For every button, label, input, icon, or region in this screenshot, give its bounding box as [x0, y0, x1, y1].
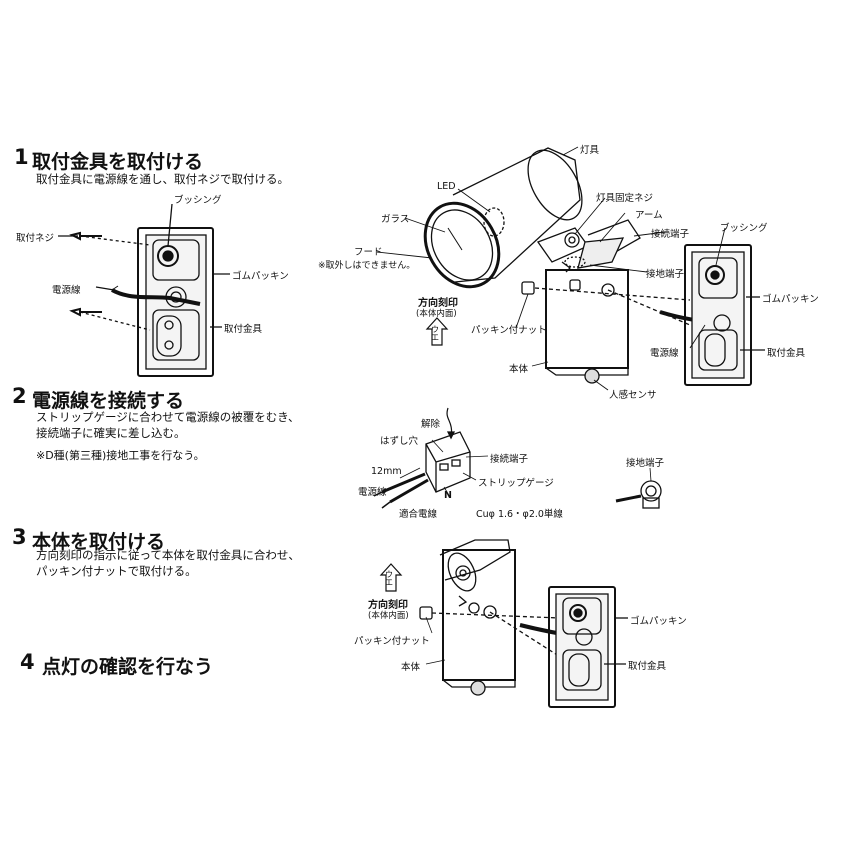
- step2-note: ※D種(第三種)接地工事を行なう。: [36, 449, 205, 462]
- fig3-nut-label: パッキン付ナット: [354, 636, 430, 647]
- terminal-label: 接続端子: [651, 229, 690, 240]
- lamp-label: 灯具: [580, 145, 600, 156]
- step1-title: 取付金具を取付ける: [32, 151, 204, 173]
- fig1-screw-label: 取付ネジ: [16, 233, 55, 244]
- step2-number: 2: [12, 384, 27, 408]
- main-fig-bracket-drawing: [684, 244, 765, 386]
- sensor-label: 人感センサ: [609, 390, 657, 401]
- glass-label: ガラス: [381, 214, 410, 225]
- fig2-ground-label: 接地端子: [626, 458, 665, 469]
- step3-desc-2: パッキン付ナットで取付ける。: [36, 564, 197, 578]
- release-label: 解除: [421, 419, 441, 430]
- step3-title: 本体を取付ける: [32, 531, 166, 553]
- neutral-label: N: [444, 490, 452, 501]
- fig1-bracket-drawing: [58, 203, 230, 377]
- main-rubber-label: ゴムパッキン: [762, 294, 819, 305]
- fig1-bushing-label: ブッシング: [174, 195, 222, 206]
- step2-title: 電源線を接続する: [32, 390, 185, 412]
- step2-desc-1: ストリップゲージに合わせて電源線の被覆をむき、: [36, 410, 300, 424]
- up-arrow-main-text: ウエ: [431, 325, 439, 342]
- fit-wire-value: Cuφ 1.6・φ2.0単線: [476, 509, 563, 520]
- fig3-bracket-label: 取付金具: [628, 661, 667, 672]
- fig2-wire-label: 電源線: [358, 487, 387, 498]
- main-bracket-label: 取付金具: [767, 348, 806, 359]
- hood-label: フード: [354, 247, 383, 258]
- step2-desc-2: 接続端子に確実に差し込む。: [36, 426, 186, 440]
- step4-number: 4: [20, 650, 35, 674]
- fig1-bracket-label: 取付金具: [224, 324, 263, 335]
- fig3-mark-label: 方向刻印: [368, 600, 408, 611]
- fix-screw-label: 灯具固定ネジ: [596, 193, 654, 204]
- body-label: 本体: [509, 364, 529, 375]
- mark-label: 方向刻印: [418, 298, 458, 309]
- main-bushing-label: ブッシング: [720, 223, 768, 234]
- fig3-mark-sub-label: (本体内面): [368, 611, 409, 621]
- step4-title: 点灯の確認を行なう: [42, 656, 214, 678]
- nut-label: パッキン付ナット: [471, 325, 547, 336]
- mark-sub-label: (本体内面): [416, 309, 457, 319]
- ground-label: 接地端子: [646, 269, 685, 280]
- fig2-terminal-drawing: [373, 407, 662, 509]
- fig3-rubber-label: ゴムパッキン: [630, 616, 687, 627]
- fig1-rubber-label: ゴムパッキン: [232, 271, 289, 282]
- strip-length-label: 12mm: [371, 466, 402, 477]
- fig1-wire-label: 電源線: [52, 285, 81, 296]
- step1-desc: 取付金具に電源線を通し、取付ネジで取付ける。: [36, 172, 289, 186]
- step3-desc-1: 方向刻印の指示に従って本体を取付金具に合わせ、: [36, 548, 300, 562]
- fig2-terminal-label: 接続端子: [490, 454, 529, 465]
- step1-number: 1: [14, 145, 29, 169]
- fig3-body-label: 本体: [401, 662, 421, 673]
- step3-number: 3: [12, 525, 27, 549]
- main-fig-leader-lines: [376, 146, 726, 391]
- hood-note: ※取外しはできません。: [318, 261, 416, 271]
- arm-label: アーム: [635, 210, 663, 221]
- main-wire-label: 電源線: [650, 348, 679, 359]
- strip-gauge-label: ストリップゲージ: [478, 478, 554, 489]
- hole-label: はずし穴: [380, 436, 419, 447]
- led-label: LED: [437, 181, 456, 192]
- main-fig-lamp-drawing: [423, 147, 721, 384]
- fig3-body-drawing: [379, 539, 628, 708]
- up-arrow-fig3-text: ウエ: [385, 570, 393, 587]
- up-arrow-main: [425, 317, 449, 346]
- fit-wire-label: 適合電線: [399, 509, 438, 520]
